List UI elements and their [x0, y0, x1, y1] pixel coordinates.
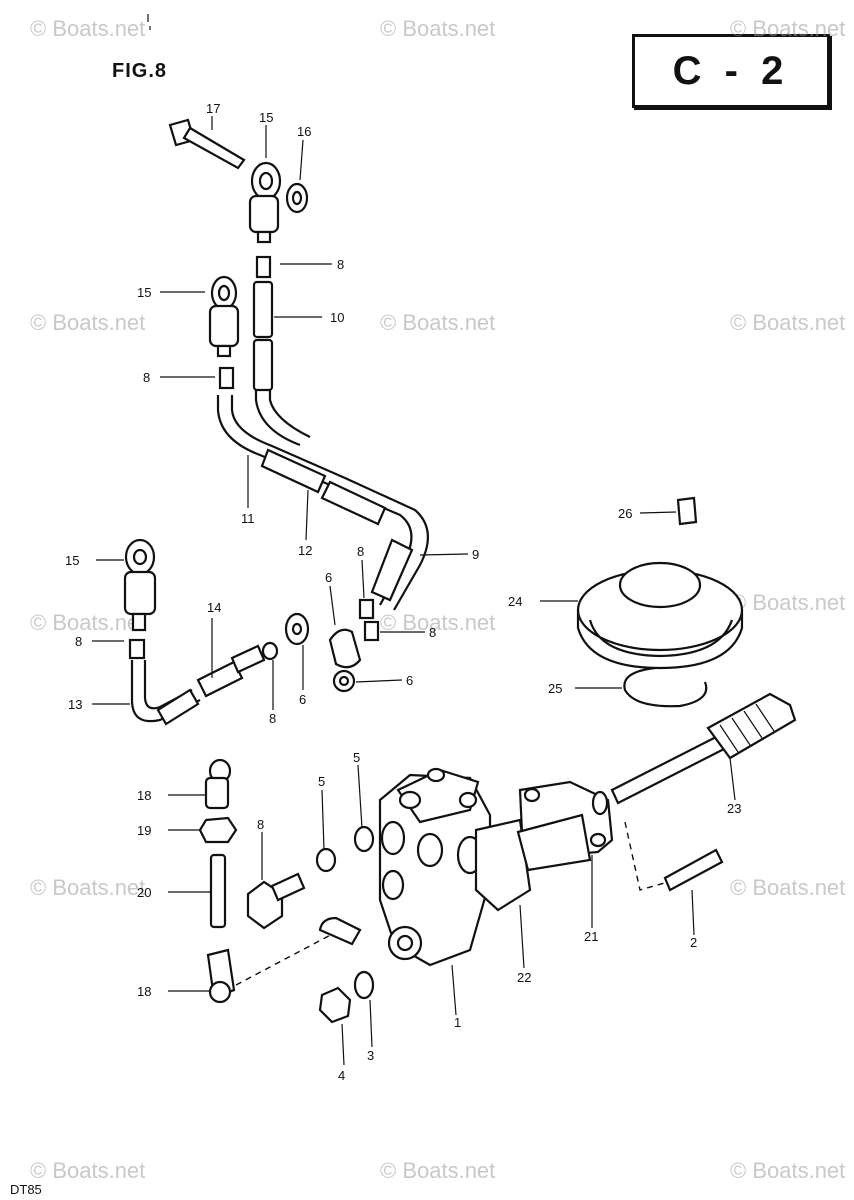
- callout-15: 15: [259, 110, 273, 125]
- part-3-washer: [353, 970, 375, 1000]
- callout-6: 6: [406, 673, 413, 688]
- part-16-washer: [285, 182, 309, 214]
- callout-17: 17: [206, 101, 220, 116]
- watermark: © Boats.net: [30, 16, 145, 41]
- leader-lines: [92, 116, 736, 1066]
- watermark: © Boats.net: [30, 875, 145, 900]
- part-24-rubber-mount: [576, 561, 744, 670]
- part-15-banjo-mid: [208, 275, 240, 358]
- callout-18: 18: [137, 984, 151, 999]
- callout-10: 10: [330, 310, 344, 325]
- part-15-banjo-left: [123, 538, 157, 632]
- callout-8: 8: [337, 257, 344, 272]
- part-18-clip-lower: [206, 948, 236, 1004]
- linkage: [318, 916, 362, 946]
- part-23-gear-shaft: [610, 692, 797, 805]
- pipes-9-11-12: [216, 338, 429, 611]
- part-5-washer: [353, 825, 375, 853]
- figure-title: FIG.8: [112, 60, 168, 82]
- part-26-key: [676, 496, 698, 526]
- callout-15: 15: [65, 553, 79, 568]
- callout-11: 11: [241, 511, 255, 526]
- callout-20: 20: [137, 885, 151, 900]
- watermark: © Boats.net: [380, 310, 495, 335]
- part-10-hose: [252, 280, 274, 339]
- part-4-nut: [318, 986, 352, 1024]
- watermark: © Boats.net: [730, 16, 845, 41]
- part-14-fitting: [196, 612, 310, 698]
- callout-22: 22: [517, 970, 531, 985]
- callout-15: 15: [137, 285, 151, 300]
- part-17-bolt: [168, 118, 246, 170]
- part-20-stud: [209, 853, 227, 929]
- watermark: © Boats.net: [30, 1158, 145, 1183]
- watermark: © Boats.net: [380, 1158, 495, 1183]
- watermark: © Boats.net: [30, 310, 145, 335]
- callout-16: 16: [297, 124, 311, 139]
- part-8-clip: [218, 366, 235, 390]
- callout-25: 25: [548, 681, 562, 696]
- callout-8: 8: [143, 370, 150, 385]
- part-25-circlip: [623, 666, 708, 708]
- part-19-nut: [198, 816, 238, 844]
- part-13-pipe: [130, 660, 201, 723]
- callout-8: 8: [269, 711, 276, 726]
- part-15-banjo-top: [248, 161, 282, 244]
- callout-8: 8: [75, 634, 82, 649]
- callout-9: 9: [472, 547, 479, 562]
- watermark: © Boats.net: [730, 590, 845, 615]
- callout-19: 19: [137, 823, 151, 838]
- model-code: DT85: [10, 1182, 42, 1197]
- callout-8: 8: [429, 625, 436, 640]
- callout-numbers: 17 15 16 8 10 15 8 11 12 9 15 8 13 14 8 …: [65, 101, 741, 1083]
- part-22-gasket: [474, 818, 532, 912]
- part-6-fittings: [328, 598, 380, 693]
- watermark: © Boats.net: [380, 16, 495, 41]
- callout-6: 6: [299, 692, 306, 707]
- callout-18: 18: [137, 788, 151, 803]
- callout-24: 24: [508, 594, 522, 609]
- part-21-housing: [516, 780, 614, 872]
- callout-13: 13: [68, 697, 82, 712]
- part-2-pin: [663, 848, 724, 892]
- callout-5: 5: [318, 774, 325, 789]
- callout-3: 3: [367, 1048, 374, 1063]
- scan-mark: [147, 14, 151, 30]
- callout-14: 14: [207, 600, 221, 615]
- watermark: © Boats.net: [730, 875, 845, 900]
- callout-2: 2: [690, 935, 697, 950]
- watermark: © Boats.net: [730, 310, 845, 335]
- callout-7: 8: [257, 817, 264, 832]
- sheet-code-box: C - 2: [632, 34, 830, 108]
- callout-1: 1: [454, 1015, 461, 1030]
- guide-line: [624, 821, 669, 891]
- callout-5: 5: [353, 750, 360, 765]
- watermark: © Boats.net: [380, 610, 495, 635]
- callout-12: 12: [298, 543, 312, 558]
- part-18-clip-upper: [204, 758, 232, 810]
- part-7-bolt: [246, 872, 306, 930]
- guide-line: [235, 929, 341, 986]
- part-1-oil-pump: [378, 767, 492, 967]
- callout-8: 8: [357, 544, 364, 559]
- part-8-clip: [128, 638, 146, 660]
- watermark: © Boats.net: [730, 1158, 845, 1183]
- callout-23: 23: [727, 801, 741, 816]
- callout-21: 21: [584, 929, 598, 944]
- callout-26: 26: [618, 506, 632, 521]
- watermark: © Boats.net: [30, 610, 145, 635]
- part-8-clip: [255, 255, 272, 279]
- callout-4: 4: [338, 1068, 345, 1083]
- part-5-washer: [315, 847, 337, 873]
- callout-6: 6: [325, 570, 332, 585]
